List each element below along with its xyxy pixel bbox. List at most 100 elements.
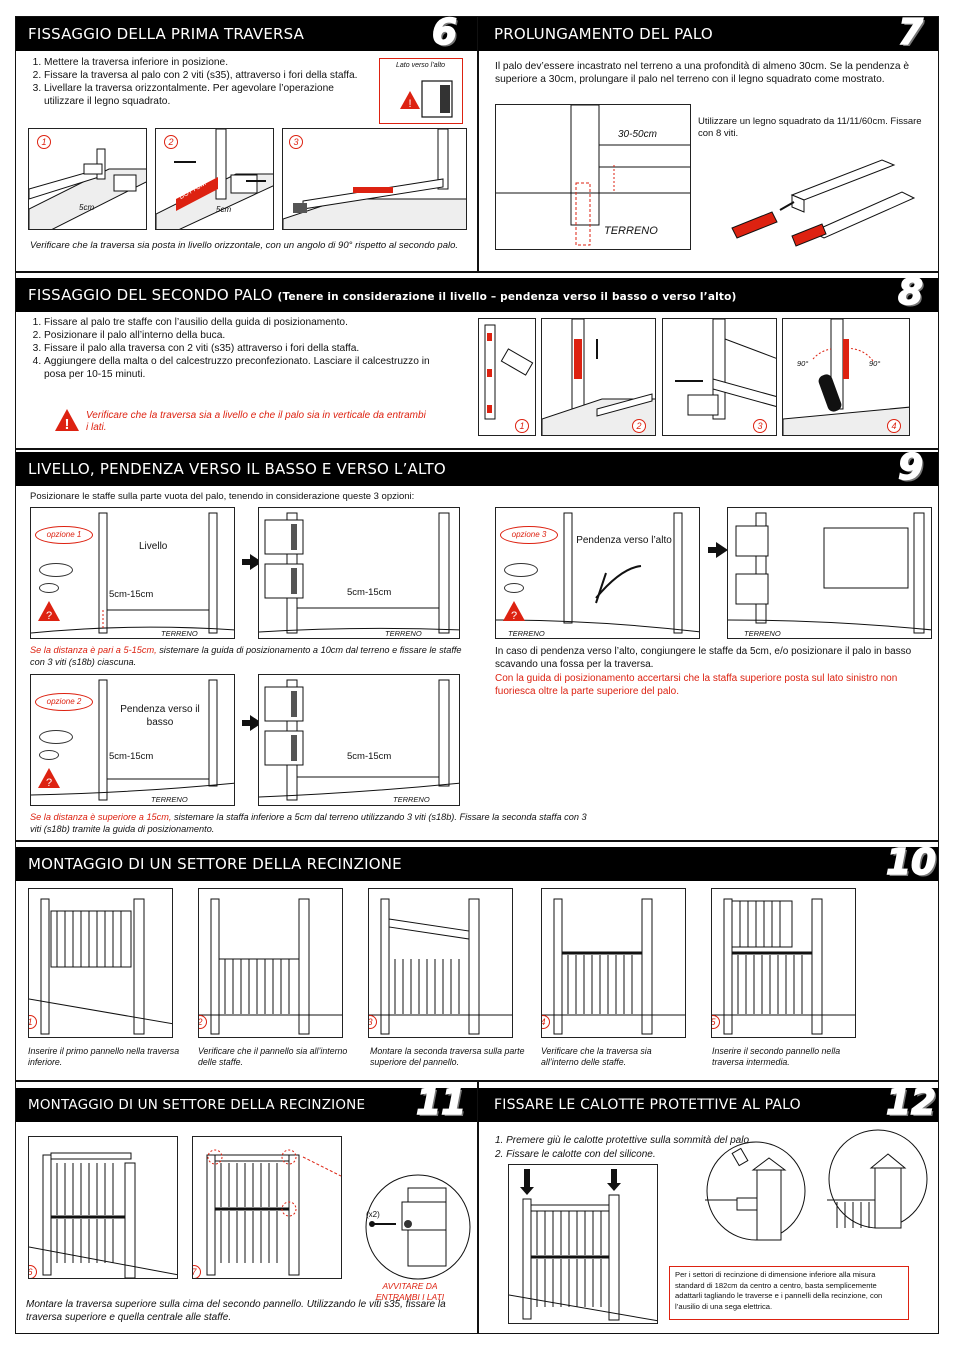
s12-note-box: Per i settori di recinzione di dimension…: [669, 1266, 909, 1320]
step-number: 8: [897, 271, 924, 314]
figure-caption: Inserire il primo pannello nella travers…: [28, 1046, 180, 1067]
side-up-figure: Lato verso l’alto !: [379, 58, 463, 124]
note-highlight: Se la distanza è superiore a 15cm,: [30, 812, 172, 822]
side-label: Lato verso l’alto: [396, 62, 446, 69]
angle-label: 90°: [869, 359, 881, 368]
s10-figure-2: 2: [198, 888, 343, 1038]
svg-text:!: !: [408, 98, 411, 110]
figure-drawing: [259, 679, 459, 801]
step-number: 6: [431, 11, 458, 54]
figure-drawing: [542, 898, 685, 1035]
figure-drawing: [156, 129, 273, 229]
s6-figure-2: 2 BOTTOM 5cm: [155, 128, 274, 230]
figure-number: 3: [289, 135, 303, 149]
s7-wood-drawing: [731, 159, 916, 247]
figure-drawing: [206, 1149, 341, 1276]
option-2-detail: 5cm-15cm TERRENO: [258, 674, 460, 806]
svg-text:?: ?: [511, 610, 517, 622]
option-3-detail: TERRENO: [727, 507, 932, 639]
section-title: MONTAGGIO DI UN SETTORE DELLA RECINZIONE: [28, 1097, 366, 1113]
s12-detail-mounted: [827, 1129, 928, 1229]
figure-caption: Verificare che la traversa sia all’inter…: [541, 1046, 652, 1067]
s11-figure-6: 6: [28, 1136, 178, 1279]
section-12-header: FISSARE LE CALOTTE PROTETTIVE AL PALO: [478, 1088, 938, 1122]
screw-note: AVVITARE DA ENTRAMBI I LATI: [375, 1281, 445, 1302]
dimension-label: 5cm: [216, 205, 232, 214]
dimension-label: 5cm-15cm: [109, 589, 154, 600]
angle-label: 90°: [797, 359, 809, 368]
s12-note: Per i settori di recinzione di dimension…: [675, 1270, 883, 1311]
step-item: Fissare la traversa al palo con 2 viti (…: [44, 69, 370, 82]
figure-drawing: [496, 512, 699, 634]
step-number: 11: [415, 1081, 467, 1124]
option-ellipse: [39, 750, 59, 760]
figure-drawing: [31, 512, 234, 634]
dimension-label: 5cm: [79, 203, 95, 212]
s8-warning: Verificare che la traversa sia a livello…: [86, 410, 426, 433]
ground-label: TERRENO: [151, 795, 188, 804]
figure-drawing: [496, 105, 690, 246]
section-8-header: FISSAGGIO DEL SECONDO PALO (Tenere in co…: [16, 278, 938, 312]
step-number: 10: [885, 841, 937, 884]
figure-drawing: [712, 898, 855, 1035]
option-tag: opzione 3: [500, 526, 558, 544]
section-title: PROLUNGAMENTO DEL PALO: [494, 25, 713, 43]
s7-figure-post: 30-50cm TERRENO: [495, 104, 691, 250]
figure-drawing: [259, 512, 459, 634]
arrow-right-icon: [708, 542, 728, 558]
ground-label: TERRENO: [161, 629, 198, 638]
option-ellipse: [39, 730, 73, 744]
s10-figure-5: 5: [711, 888, 856, 1038]
note-text: sistemare la guida di posizionamento a 1…: [30, 645, 462, 667]
figure-drawing: [199, 898, 342, 1035]
figure-drawing: [484, 324, 534, 420]
step-item: Fissare il palo alla traversa con 2 viti…: [44, 342, 450, 355]
section-10-header: MONTAGGIO DI UN SETTORE DELLA RECINZIONE: [16, 847, 938, 881]
figure-drawing: [283, 129, 466, 229]
ground-label: TERRENO: [385, 629, 422, 638]
s8-steps: Fissare al palo tre staffe con l’ausilio…: [30, 316, 450, 381]
question-warning-icon: ?: [38, 601, 60, 622]
figure-caption: Montare la seconda traversa sulla parte …: [370, 1046, 525, 1067]
step-number: 9: [897, 446, 924, 489]
figure-number: 6: [29, 1265, 37, 1278]
warning-icon: [400, 91, 420, 109]
figure-drawing: [509, 1169, 657, 1322]
option-1-figure: opzione 1 ? Livello 5cm-15cm TERRENO: [30, 507, 235, 639]
section-title: FISSAGGIO DEL SECONDO PALO: [28, 286, 273, 304]
option-1-detail: 5cm-15cm TERRENO: [258, 507, 460, 639]
option-tag: opzione 2: [35, 693, 93, 711]
s12-figure-fence: [508, 1164, 658, 1324]
figure-drawing: [29, 148, 146, 229]
s6-steps: Mettere la traversa inferiore in posizio…: [30, 56, 370, 108]
ground-label: TERRENO: [508, 629, 545, 638]
s8-figure-1: 1: [478, 318, 536, 436]
section-title: FISSARE LE CALOTTE PROTETTIVE AL PALO: [494, 1097, 801, 1113]
s9-note-3-red: Con la guida di posizionamento accertars…: [495, 673, 898, 697]
divider: [15, 271, 939, 273]
step-item: Aggiungere della malta o del calcestruzz…: [44, 355, 450, 381]
section-title: FISSAGGIO DELLA PRIMA TRAVERSA: [28, 25, 305, 43]
s11-caption: Montare la traversa superiore sulla cima…: [26, 1299, 446, 1323]
divider: [477, 1080, 479, 1334]
step-number: 12: [885, 1081, 937, 1124]
s10-figure-1: 1: [28, 888, 173, 1038]
section-9-header: LIVELLO, PENDENZA VERSO IL BASSO E VERSO…: [16, 452, 938, 486]
option-ellipse: [39, 583, 59, 593]
option-ellipse: [504, 583, 524, 593]
s12-steps: 1. Premere giù le calotte protettive sul…: [495, 1135, 752, 1160]
ground-label: TERRENO: [744, 629, 781, 638]
quantity-label: (x2): [366, 1210, 380, 1219]
step-item: Posizionare il palo all’interno della bu…: [44, 329, 450, 342]
s10-figure-4: 4: [541, 888, 686, 1038]
s10-figure-3: 3: [368, 888, 513, 1038]
ground-label: TERRENO: [604, 225, 658, 237]
step-item: Mettere la traversa inferiore in posizio…: [44, 56, 370, 69]
section-title: LIVELLO, PENDENZA VERSO IL BASSO E VERSO…: [28, 460, 446, 478]
s11-detail-circle: [365, 1174, 471, 1280]
s6-figure-1: 1 5cm: [28, 128, 147, 230]
figure-caption: Verificare che il pannello sia all’inter…: [198, 1046, 348, 1067]
s9-note-2: Se la distanza è superiore a 15cm, siste…: [30, 812, 590, 835]
note-text: sistemare la staffa inferiore a 5cm dal …: [30, 812, 587, 834]
wood-note: Utilizzare un legno squadrato da 11/11/6…: [698, 116, 922, 139]
